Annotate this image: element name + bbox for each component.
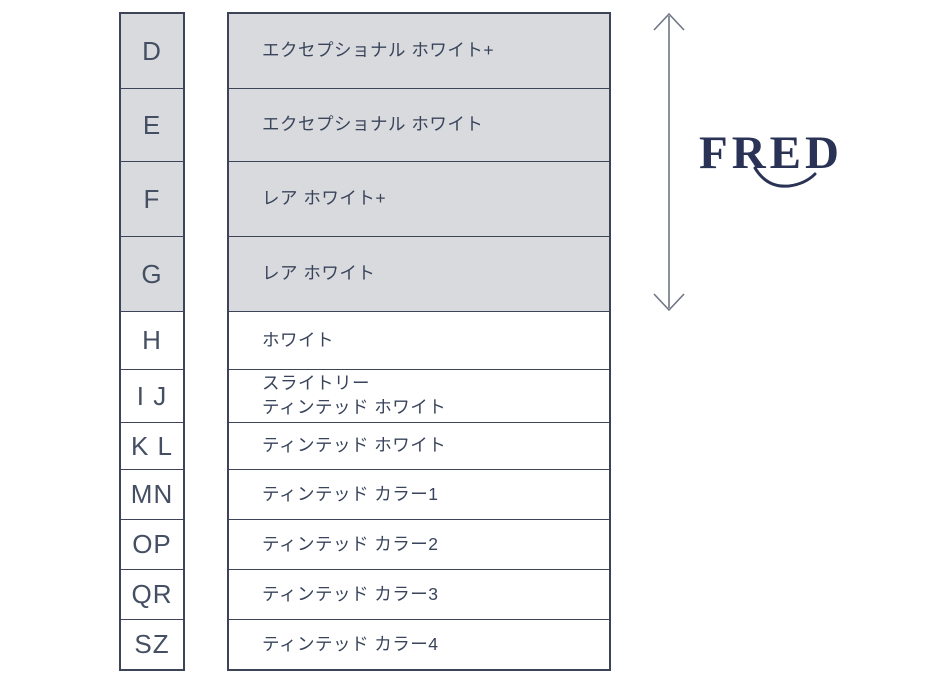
vertical-double-arrow-icon: [653, 12, 685, 312]
grade-description-cell: ティンテッド カラー1: [229, 469, 609, 519]
grade-letter-cell: G: [121, 236, 183, 311]
grade-description-cell: スライトリー ティンテッド ホワイト: [229, 369, 609, 422]
grade-description-cell: エクセプショナル ホワイト: [229, 88, 609, 161]
grade-letter-column: D E F G H I J K L MN OP QR SZ: [119, 12, 185, 671]
grade-letter-cell: QR: [121, 569, 183, 619]
grade-letter-cell: F: [121, 161, 183, 236]
grade-description-cell: ティンテッド カラー4: [229, 619, 609, 669]
grade-letter-cell: SZ: [121, 619, 183, 669]
grade-letter-cell: MN: [121, 469, 183, 519]
grade-description-cell: エクセプショナル ホワイト+: [229, 14, 609, 88]
grade-description-cell: ティンテッド カラー3: [229, 569, 609, 619]
grade-letter-cell: K L: [121, 422, 183, 469]
grade-letter-cell: OP: [121, 519, 183, 569]
grade-description-column: エクセプショナル ホワイト+ エクセプショナル ホワイト レア ホワイト+ レア…: [227, 12, 611, 671]
grade-letter-cell: I J: [121, 369, 183, 422]
grade-description-cell: レア ホワイト+: [229, 161, 609, 236]
grade-description-cell: ティンテッド カラー2: [229, 519, 609, 569]
grade-letter-cell: H: [121, 311, 183, 369]
fred-logo: FRED: [699, 127, 843, 188]
fred-logo-swash: [753, 166, 817, 188]
grade-letter-cell: E: [121, 88, 183, 161]
grade-letter-cell: D: [121, 14, 183, 88]
grade-description-cell: ティンテッド ホワイト: [229, 422, 609, 469]
grade-description-cell: レア ホワイト: [229, 236, 609, 311]
fred-logo-text: FRED: [699, 127, 843, 179]
grade-description-cell: ホワイト: [229, 311, 609, 369]
